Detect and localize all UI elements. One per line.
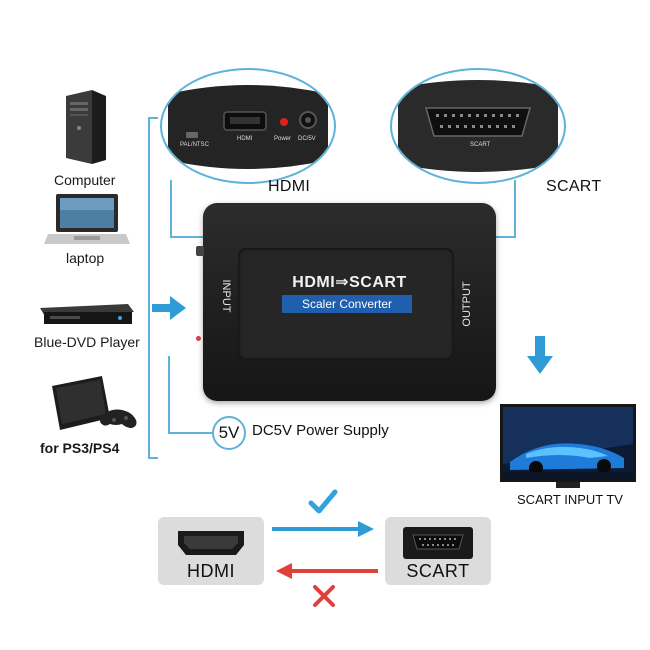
power-supply-label: DC5V Power Supply: [252, 422, 389, 439]
cross-icon: [313, 585, 335, 607]
device-label-console: for PS3/PS4: [40, 440, 120, 456]
hdmi-port-label: HDMI: [237, 136, 253, 142]
scart-connector-icon: [403, 527, 473, 559]
dc-jack-label: DC/5V: [298, 136, 316, 142]
checkmark-icon: [308, 489, 338, 514]
bottom-hdmi-panel: HDMI: [158, 517, 264, 585]
scart-leader-line-h: [494, 236, 516, 238]
device-label-computer: Computer: [54, 172, 116, 188]
input-arrow-icon: [152, 296, 186, 320]
output-side-label: OUTPUT: [461, 281, 473, 327]
scart-caption: SCART: [546, 178, 602, 195]
device-bracket-line: [148, 117, 150, 459]
scart-port-closeup: SCART: [390, 68, 566, 184]
scart-port-panel: [398, 80, 558, 172]
power-leader-line: [168, 356, 170, 434]
computer-tower-icon: [66, 90, 106, 164]
hdmi-port-closeup: PAL/NTSC HDMI Power DC/5V: [160, 68, 336, 184]
hdmi-port-panel: [168, 85, 328, 169]
game-console-icon: [52, 376, 137, 430]
backward-arrow-icon: [276, 563, 378, 579]
hdmi-connector-icon: [178, 531, 244, 555]
device-bracket-bottom: [148, 457, 158, 459]
laptop-icon: [44, 194, 130, 244]
converter-side-notch: [196, 246, 204, 256]
device-bracket-top: [148, 117, 158, 119]
pal-ntsc-label: PAL/NTSC: [180, 142, 209, 148]
power-leader-line-h: [168, 432, 212, 434]
bottom-hdmi-label: HDMI: [187, 561, 235, 581]
input-side-label: INPUT: [220, 279, 232, 313]
output-arrow-icon: [527, 336, 553, 374]
tv-label: SCART INPUT TV: [517, 492, 623, 507]
converter-title: HDMI⇒SCART: [292, 274, 407, 291]
device-label-laptop: laptop: [66, 250, 105, 266]
power-badge: 5V: [212, 416, 246, 450]
scart-port-label: SCART: [470, 142, 491, 148]
bottom-scart-label: SCART: [406, 561, 470, 581]
converter-subtitle: Scaler Converter: [282, 295, 412, 313]
hdmi-leader-line: [170, 180, 172, 236]
hdmi-leader-line-h: [170, 236, 204, 238]
dvd-player-icon: [40, 304, 134, 324]
bottom-scart-panel: SCART: [385, 517, 491, 585]
power-led-label: Power: [274, 136, 292, 142]
converter-title-wrap: HDMI⇒SCART: [203, 0, 496, 650]
hdmi-caption: HDMI: [268, 178, 311, 195]
device-label-dvd: Blue-DVD Player: [34, 334, 140, 350]
forward-arrow-icon: [272, 521, 374, 537]
scart-leader-line: [514, 180, 516, 236]
tv-icon: [500, 404, 636, 488]
converter-led: [196, 336, 201, 341]
